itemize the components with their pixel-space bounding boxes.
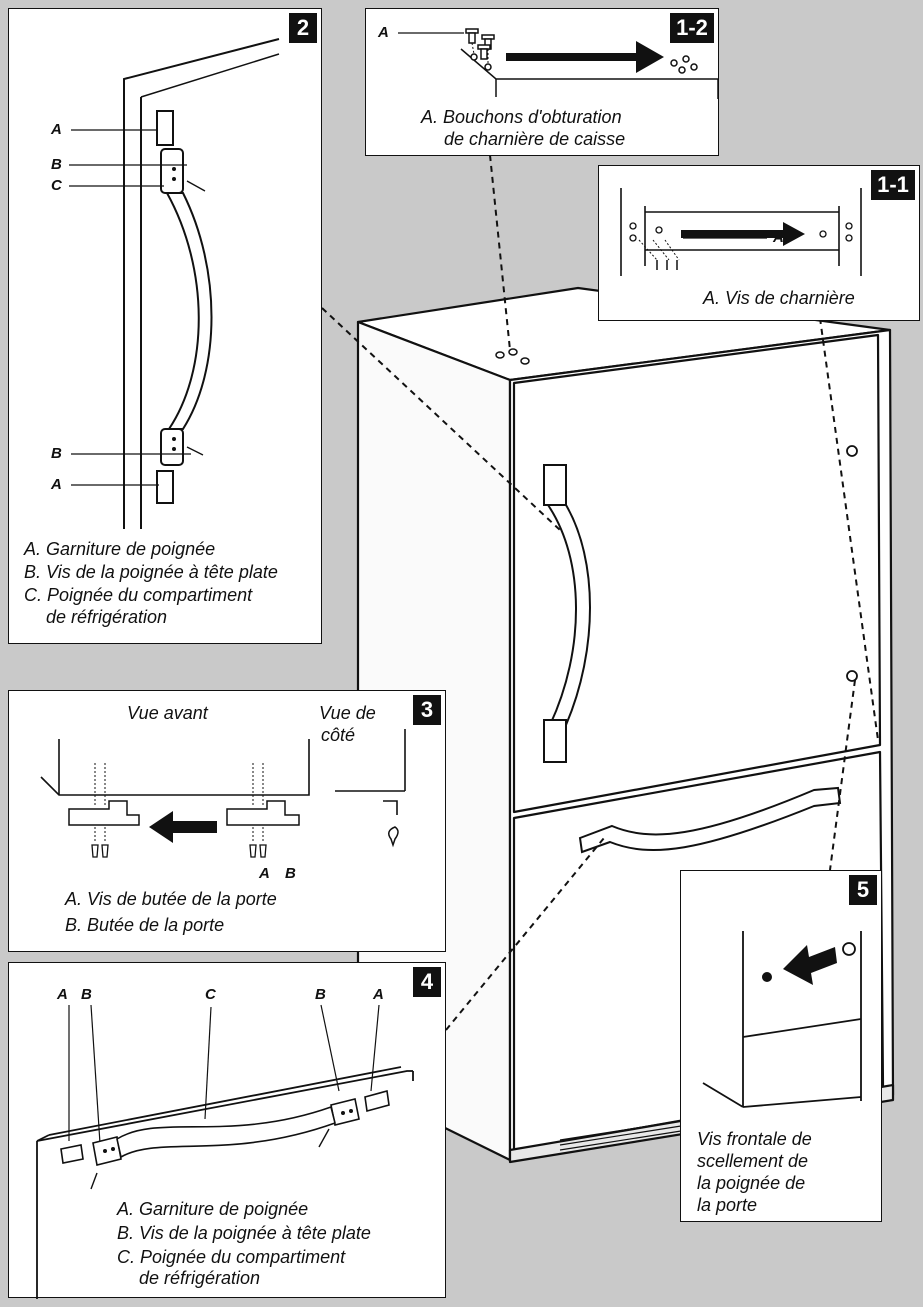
panel-5-caption-line-2: scellement de — [697, 1151, 809, 1171]
panel-1-2-badge: 1-2 — [670, 13, 714, 43]
panel-3-side-view-2: côté — [321, 725, 356, 745]
panel-5-caption-line-4: la porte — [697, 1195, 758, 1215]
panel-1-1-label-a: A — [773, 229, 784, 246]
panel-1-1-badge: 1-1 — [871, 170, 915, 200]
panel-3-door-stop: 3 Vue avant Vue de côté A B A. Vis de bu… — [8, 690, 446, 952]
panel-1-1-hinge-screws: 1-1 A A. Vis de charnière — [598, 165, 920, 321]
panel-2-label-c: C — [51, 177, 62, 194]
panel-5-caption-line-1: Vis frontale de — [697, 1129, 812, 1149]
panel-1-1-caption-a: A. Vis de charnière — [703, 288, 855, 308]
panel-5-badge: 5 — [849, 875, 877, 905]
panel-2-label-b-bottom: B — [51, 445, 62, 462]
panel-4-caption-c-cont: de réfrigération — [139, 1268, 261, 1288]
panel-2-caption-c: C. Poignée du compartiment — [24, 585, 253, 605]
panel-2-caption-a: A. Garniture de poignée — [24, 539, 216, 559]
panel-4-label-a-left: A — [57, 986, 68, 1003]
panel-4-label-c: C — [205, 986, 216, 1003]
panel-1-2-caption-a-cont: de charnière de caisse — [444, 129, 626, 149]
panel-3-label-a: A — [259, 865, 270, 882]
panel-5-caption-line-3: la poignée de — [697, 1173, 806, 1193]
panel-2-drawing — [69, 38, 280, 529]
panel-4-drawer-handle: 4 A B C B A A. Garniture de poignée B. V… — [8, 962, 446, 1299]
panel-3-front-view: Vue avant — [127, 703, 208, 723]
panel-3-caption-a: A. Vis de butée de la porte — [65, 889, 277, 909]
panel-1-1-drawing — [620, 188, 862, 276]
panel-3-label-b: B — [285, 865, 296, 882]
panel-3-caption-b: B. Butée de la porte — [65, 915, 225, 935]
panel-2-label-a-bottom: A — [51, 476, 62, 493]
panel-4-label-b-left: B — [81, 986, 92, 1003]
panel-5-seal-screw: 5 Vis frontale de scellement de la poign… — [680, 870, 882, 1222]
panel-2-caption-b: B. Vis de la poignée à tête plate — [24, 562, 278, 582]
panel-3-badge: 3 — [413, 695, 441, 725]
panel-1-2-caption-a: A. Bouchons d'obturation — [421, 107, 622, 127]
panel-4-caption-a: A. Garniture de poignée — [117, 1199, 309, 1219]
panel-2-caption-c-cont: de réfrigération — [46, 607, 168, 627]
panel-2-handle-trim: 2 A B C B A A. Garniture de poignée B. V… — [8, 8, 322, 644]
panel-3-side-view-1: Vue de — [319, 703, 376, 723]
panel-4-badge: 4 — [413, 967, 441, 997]
panel-4-drawing — [36, 1004, 414, 1299]
panel-3-drawing — [40, 729, 406, 858]
panel-4-caption-c: C. Poignée du compartiment — [117, 1247, 346, 1267]
panel-5-drawing — [702, 931, 862, 1108]
panel-1-2-drawing — [398, 28, 719, 99]
panel-1-2-hinge-plugs: 1-2 A A. Bouchons d'obturation de charni… — [365, 8, 719, 156]
panel-2-label-a-top: A — [51, 121, 62, 138]
panel-2-badge: 2 — [289, 13, 317, 43]
panel-1-2-label-a: A — [378, 24, 389, 41]
panel-2-label-b-top: B — [51, 156, 62, 173]
panel-4-label-a-right: A — [373, 986, 384, 1003]
panel-4-label-b-right: B — [315, 986, 326, 1003]
panel-4-caption-b: B. Vis de la poignée à tête plate — [117, 1223, 371, 1243]
